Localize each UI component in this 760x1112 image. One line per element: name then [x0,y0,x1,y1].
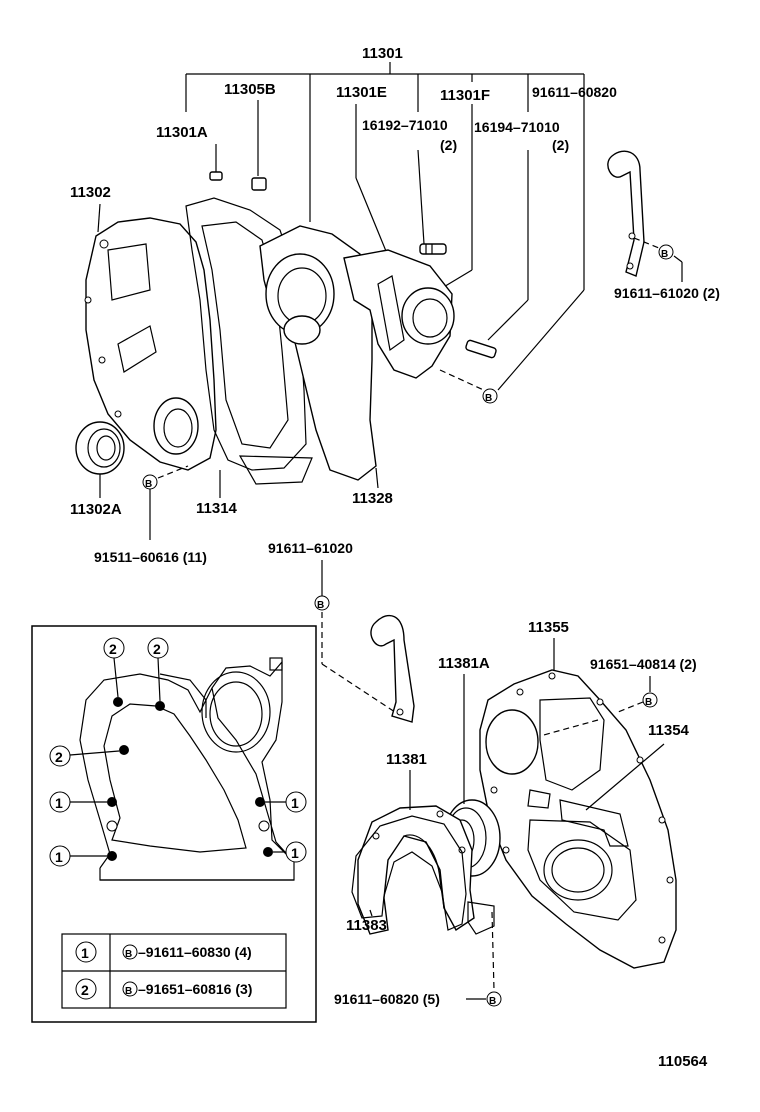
inset-marker-1-b: 1 [49,845,107,867]
label-91651-40814: 91651–40814 (2) [590,656,697,672]
bolt-symbol-mid: B [314,595,330,611]
callouts-upper: 11302 B 91611–61020 (2) B B 11302A 11314… [70,184,720,565]
legend-row-2: 2 B –91651–60816 (3) [75,978,252,1000]
legend-row-2-text: –91651–60816 (3) [138,981,252,997]
label-91611-61020: 91611–61020 [268,540,353,556]
svg-text:B: B [489,996,496,1007]
svg-text:B: B [485,393,492,404]
label-91611-60820-top: 91611–60820 [532,84,617,100]
callouts-lower: 11355 11381A 91651–40814 (2) B 11354 113… [334,619,697,1007]
legend-row-1: 1 B –91611–60830 (4) [75,941,252,963]
svg-text:B: B [317,600,324,611]
inset-panel: 2 2 2 1 1 1 1 [31,625,317,1023]
svg-text:1: 1 [55,795,63,811]
svg-text:B: B [125,949,132,960]
bracket-hook-top [607,150,645,277]
label-11305B: 11305B [224,81,276,98]
water-outlet-11301F [343,249,453,379]
timing-cover-assembly [75,150,645,485]
leader-lines-top: 11301 11305B 11301E 11301F 91611–60820 1… [156,45,617,391]
svg-text:1: 1 [291,795,299,811]
svg-text:B: B [145,479,152,490]
diagram-code: 110564 [658,1053,708,1070]
dowel-11305B [251,177,267,191]
gasket-11314 [185,197,307,471]
svg-text:2: 2 [109,641,117,657]
rear-plate-assembly [351,669,677,969]
retainer-11381 [357,805,475,935]
bolt-symbol-upper-right: B [658,244,674,260]
label-11302A: 11302A [70,501,122,518]
legend-row-1-text: –91611–60830 (4) [138,944,252,960]
label-11314: 11314 [196,500,238,517]
label-16192-qty: (2) [440,137,457,153]
svg-text:B: B [645,697,652,708]
label-11301: 11301 [362,45,403,62]
bolt-symbol-plate: B [642,692,658,708]
label-16194-qty: (2) [552,137,569,153]
stud-16194 [465,339,497,359]
label-11301A: 11301A [156,124,208,141]
inset-marker-1-c: 1 [265,791,307,813]
inset-marker-1-a: 1 [49,791,107,813]
svg-text:2: 2 [55,749,63,765]
svg-text:1: 1 [81,945,89,961]
svg-text:1: 1 [291,845,299,861]
bracket-hook-mid [370,614,415,723]
bolt-symbol-lower-left: B [142,474,158,490]
svg-text:B: B [661,249,668,260]
label-11383: 11383 [346,917,387,934]
label-11302: 11302 [70,184,111,201]
pin-11301A [209,171,223,181]
label-11328: 11328 [352,490,393,507]
svg-text:1: 1 [55,849,63,865]
inset-marker-2-a: 2 [103,637,125,698]
bolt-symbol-outlet: B [482,388,498,404]
svg-text:2: 2 [81,982,89,998]
label-11381: 11381 [386,751,427,768]
label-91611-61020-2: 91611–61020 (2) [614,285,720,301]
svg-text:B: B [125,986,132,997]
inset-marker-2-b: 2 [147,637,169,702]
gasket-11383 [351,815,467,931]
label-91611-60820-5: 91611–60820 (5) [334,991,440,1007]
mid-bracket-group: 91611–61020 B [268,540,415,723]
inset-marker-1-d: 1 [273,841,307,863]
label-11301F: 11301F [440,87,490,104]
label-11355: 11355 [528,619,569,636]
legend-table: 1 B –91611–60830 (4) 2 B –91651–60816 (3… [61,933,287,1009]
label-11301E: 11301E [336,84,387,101]
label-16192-71010: 16192–71010 [362,117,448,133]
label-16194-71010: 16194–71010 [474,119,560,135]
label-11354: 11354 [648,722,690,739]
label-91511-60616: 91511–60616 (11) [94,549,207,565]
label-11381A: 11381A [438,655,490,672]
bolt-symbol-bottom: B [486,991,502,1007]
stud-16192 [419,243,447,255]
inset-marker-2-c: 2 [49,745,120,767]
svg-text:2: 2 [153,641,161,657]
